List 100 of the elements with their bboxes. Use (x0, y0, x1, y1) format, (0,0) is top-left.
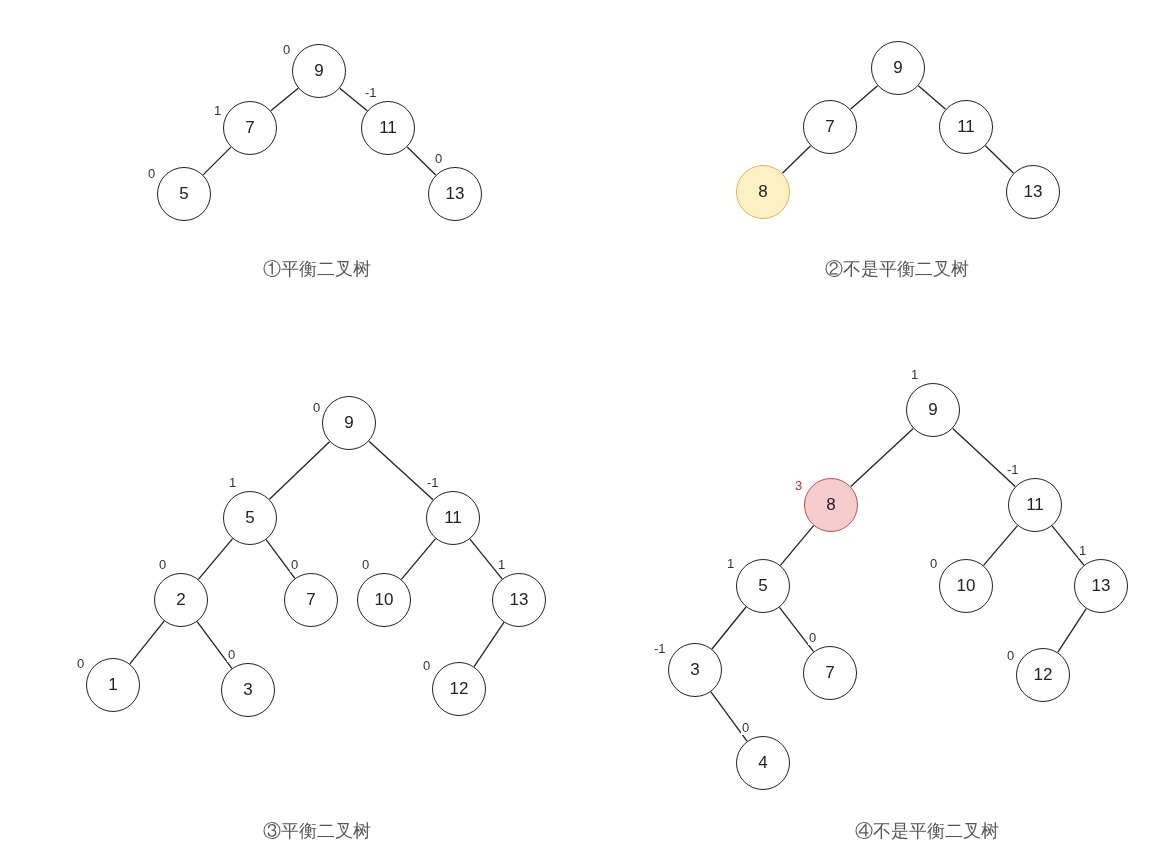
tree-node-circle (361, 101, 415, 155)
node-key: 1 (108, 675, 118, 695)
balance-factor: 1 (910, 367, 920, 382)
tree-caption: ②不是平衡二叉树 (825, 260, 969, 278)
tree-node-circle (939, 559, 993, 613)
tree-node-circle (871, 41, 925, 95)
node-key: 9 (344, 413, 354, 433)
tree-edge (984, 145, 1015, 174)
node-key: 12 (1033, 665, 1053, 685)
balance-factor: 0 (227, 647, 237, 662)
node-key: 11 (444, 508, 462, 528)
node-key: 9 (893, 58, 903, 78)
node-key: 3 (690, 660, 700, 680)
tree-edge (265, 539, 296, 579)
tree-node-circle (736, 559, 790, 613)
balance-factor: 0 (290, 557, 300, 572)
balance-factor: -1 (364, 85, 378, 100)
tree-node-circle (492, 573, 546, 627)
tree-node-circle (154, 573, 208, 627)
tree-edge (473, 621, 505, 668)
tree-edge (779, 525, 815, 566)
balance-factor: 0 (158, 557, 168, 572)
tree-caption: ④不是平衡二叉树 (855, 822, 999, 840)
node-key: 7 (825, 663, 835, 683)
node-key: 8 (758, 182, 768, 202)
tree-edge (710, 691, 748, 742)
balance-factor: -1 (653, 641, 667, 656)
tree-node-circle (906, 383, 960, 437)
tree-edge (850, 427, 914, 488)
balance-factor: 0 (808, 630, 818, 645)
tree-edge (202, 146, 232, 176)
tree-edge (917, 85, 947, 110)
balance-factor: 0 (1006, 648, 1016, 663)
tree-edge (982, 524, 1019, 567)
tree-node-circle (157, 167, 211, 221)
node-key: 13 (509, 590, 529, 610)
tree-edge (469, 538, 503, 580)
balance-factor: 0 (76, 656, 86, 671)
tree-edge (406, 146, 437, 176)
balance-factor: -1 (426, 475, 440, 490)
tree-node-circle (1016, 648, 1070, 702)
tree-node-circle (939, 100, 993, 154)
balance-factor: 0 (312, 400, 322, 415)
tree-edge (197, 538, 234, 580)
tree-node-circle (1074, 559, 1128, 613)
balance-factor: 1 (1078, 543, 1088, 558)
tree-node-circle (292, 44, 346, 98)
balance-factor: 0 (929, 556, 939, 571)
tree-node-circle (736, 165, 790, 219)
tree-caption: ①平衡二叉树 (263, 260, 371, 278)
node-key: 12 (449, 679, 469, 699)
tree-node-circle (223, 491, 277, 545)
tree-edge (1057, 607, 1087, 654)
tree-node-circle (1006, 165, 1060, 219)
node-key: 11 (379, 118, 397, 138)
balance-factor: 1 (726, 556, 736, 571)
tree-edge (1051, 525, 1085, 566)
tree-edge (778, 606, 815, 653)
balance-factor: 0 (741, 720, 751, 735)
balance-factor: 0 (147, 166, 157, 181)
node-key: 7 (825, 117, 835, 137)
node-key: 10 (956, 576, 976, 596)
node-key: 5 (758, 576, 768, 596)
tree-node-circle (736, 736, 790, 790)
tree-edge (400, 538, 437, 580)
node-key: 11 (957, 117, 975, 137)
tree-node-circle (86, 658, 140, 712)
tree-node-circle (1008, 478, 1062, 532)
tree-edge (781, 145, 812, 174)
node-key: 8 (826, 495, 836, 515)
node-key: 7 (306, 590, 316, 610)
node-key: 13 (1023, 182, 1043, 202)
tree-caption: ③平衡二叉树 (263, 822, 371, 840)
tree-edge (849, 85, 879, 110)
node-key: 11 (1026, 495, 1044, 515)
tree-node-circle (357, 573, 411, 627)
balance-factor: 0 (361, 557, 371, 572)
tree-edge (339, 87, 368, 112)
balance-factor: 1 (213, 103, 223, 118)
tree-edge (129, 620, 165, 665)
node-key: 13 (445, 184, 465, 204)
node-key: 4 (758, 753, 768, 773)
tree-edge (196, 621, 233, 669)
balance-factor: 1 (497, 557, 507, 572)
tree-node-circle (803, 646, 857, 700)
tree-edge (368, 440, 434, 501)
tree-node-circle (322, 396, 376, 450)
balance-factor: 0 (282, 42, 292, 57)
node-key: 9 (314, 61, 324, 81)
tree-edge (952, 427, 1016, 488)
tree-node-circle (223, 101, 277, 155)
balance-factor: 1 (228, 475, 238, 490)
tree-node-circle (803, 100, 857, 154)
tree-edge (711, 606, 747, 650)
tree-node-circle (432, 662, 486, 716)
tree-edge (270, 87, 299, 112)
tree-node-circle (428, 167, 482, 221)
balance-factor: 3 (794, 478, 804, 493)
node-key: 10 (374, 590, 394, 610)
node-key: 9 (928, 400, 938, 420)
